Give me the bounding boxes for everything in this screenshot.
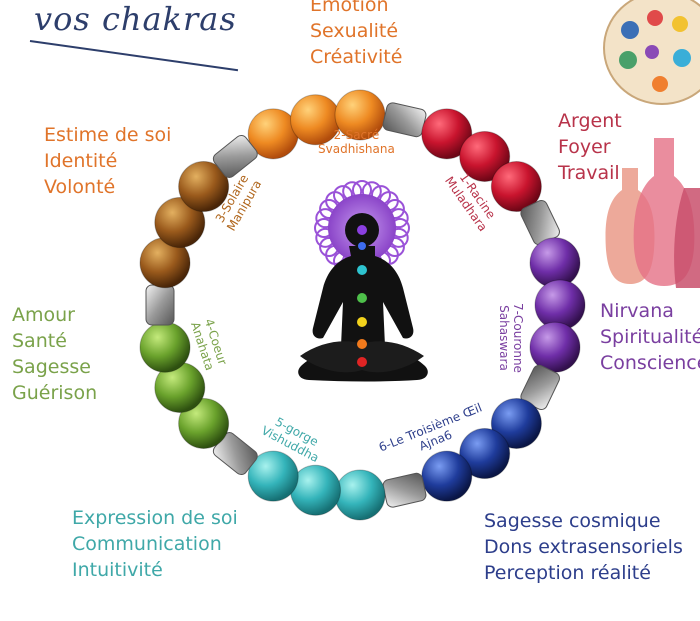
root-attributes: Argent Foyer Travail (558, 108, 622, 186)
meditation-figure-icon (298, 180, 428, 382)
bead-blue (421, 450, 473, 502)
silver-spacer-bead (212, 134, 258, 178)
bead-blue (490, 397, 542, 449)
crown-attribute: Nirvana (600, 300, 674, 322)
heart-attribute: Santé (12, 330, 67, 352)
throat-attribute: Communication (72, 533, 222, 555)
solar-attribute: Volonté (44, 176, 116, 198)
bead-green (178, 397, 230, 449)
bead-purple (529, 321, 581, 373)
throat-attribute: Intuitivité (72, 559, 163, 581)
bead-brown (154, 197, 206, 249)
solar-attribute: Estime de soi (44, 124, 172, 146)
sacral-attribute: Sexualité (310, 20, 399, 42)
sacral-attributes: Emotion Sexualité Créativité (310, 0, 402, 70)
label-line: Svadhishana (318, 142, 395, 156)
solar-attributes: Estime de soi Identité Volonté (44, 122, 171, 200)
throat-attributes: Expression de soi Communication Intuitiv… (72, 505, 238, 583)
heart-attribute: Amour (12, 304, 75, 326)
bead-blue (459, 428, 511, 480)
sacral-attribute: Créativité (310, 46, 403, 68)
paint-palette-icon (603, 0, 700, 105)
throat-attribute: Expression de soi (72, 507, 238, 529)
heart-attributes: Amour Santé Sagesse Guérison (12, 302, 97, 406)
solar-attribute: Identité (44, 150, 118, 172)
heart-attribute: Guérison (12, 382, 98, 404)
root-attribute: Foyer (558, 136, 611, 158)
bead-green (139, 321, 191, 373)
third-eye-attribute: Sagesse cosmique (484, 510, 661, 532)
label-line: Sahaswara (496, 305, 511, 371)
crown-attribute: Conscience (600, 352, 700, 374)
sacral-attribute: Emotion (310, 0, 389, 16)
page-title: vos chakras (34, 0, 237, 38)
third-eye-attribute: Dons extrasensoriels (484, 536, 683, 558)
third-eye-attributes: Sagesse cosmique Dons extrasensoriels Pe… (484, 508, 700, 586)
label-line: 2-Sacré (333, 128, 380, 142)
crown-attribute: Spiritualité (600, 326, 700, 348)
bead-brown (178, 161, 230, 213)
silver-spacer-bead (382, 472, 427, 508)
bead-red (459, 130, 511, 182)
silver-spacer-bead (145, 284, 175, 326)
bead-red (490, 161, 542, 213)
third-eye-attribute: Perception réalité (484, 562, 651, 584)
bracelet-label-crown: 7-Couronne Sahaswara (497, 303, 525, 373)
heart-attribute: Sagesse (12, 356, 91, 378)
bead-red (421, 108, 473, 160)
label-line: 7-Couronne (510, 303, 525, 373)
bead-teal (334, 469, 386, 521)
root-attribute: Argent (558, 110, 622, 132)
vases-icon (605, 138, 700, 288)
crown-attributes: Nirvana Spiritualité Conscience (600, 298, 700, 376)
root-attribute: Travail (558, 162, 620, 184)
bead-teal (247, 450, 299, 502)
bracelet-label-sacral: 2-Sacré Svadhishana (318, 128, 395, 156)
